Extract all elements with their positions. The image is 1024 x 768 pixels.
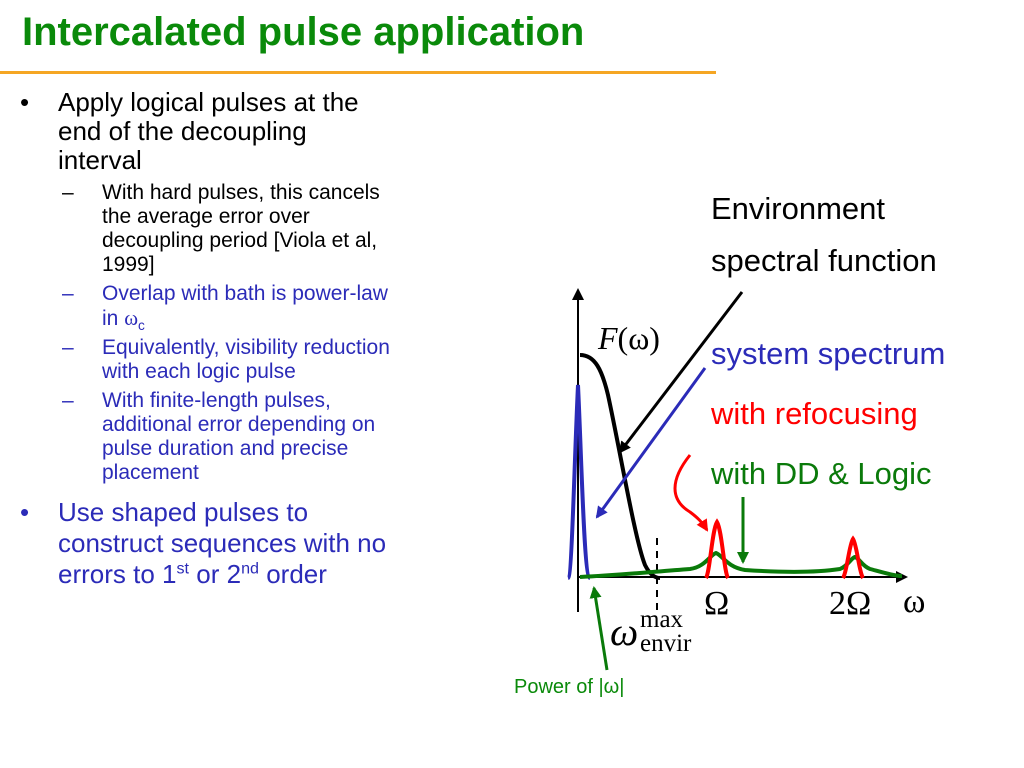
sub-bullet-2-line-1: Overlap with bath is power-law <box>102 282 388 305</box>
bullet-list: • Apply logical pulses at the end of the… <box>20 88 510 590</box>
system-spectrum-label: system spectrum <box>711 336 946 371</box>
two-omega-tick-label: 2Ω <box>829 585 872 622</box>
dash-marker: – <box>62 282 74 305</box>
omega-tick-label: Ω <box>704 585 730 622</box>
sub-bullet-1-line-3: decoupling period [Viola et al, <box>102 229 378 252</box>
bullet-2-line-2: construct sequences with no <box>58 528 387 558</box>
sub-bullet-4: – With finite-length pulses, additional … <box>62 389 510 485</box>
refocusing-label: with refocusing <box>711 396 918 431</box>
sub-bullet-1-line-1: With hard pulses, this cancels <box>102 181 380 204</box>
omega-axis-label: ω <box>903 583 926 620</box>
sub-bullet-1: – With hard pulses, this cancels the ave… <box>62 181 510 277</box>
sub-bullet-1-line-2: the average error over <box>102 205 310 228</box>
power-of-label: Power of |ω| <box>514 676 625 698</box>
sub-bullet-4-text: With finite-length pulses, additional er… <box>102 389 375 485</box>
sub-bullet-1-line-4: 1999] <box>102 253 155 276</box>
bullet-2: • Use shaped pulses to construct sequenc… <box>20 497 510 590</box>
environment-label-line-2: spectral function <box>711 243 937 278</box>
f-omega-label: F(ω) <box>598 320 660 357</box>
refocusing-peak-2 <box>841 535 865 580</box>
sub-bullet-2: – Overlap with bath is power-law in ωc <box>62 282 510 334</box>
slide-title: Intercalated pulse application <box>22 10 585 54</box>
sub-bullet-4-line-3: pulse duration and precise <box>102 437 349 460</box>
bullet-2-line-3: errors to 1 <box>58 559 177 589</box>
bullet-marker: • <box>20 87 30 117</box>
environment-label: Environment spectral function <box>711 183 937 287</box>
bullet-1-text: Apply logical pulses at the end of the d… <box>58 88 359 175</box>
title-underline <box>0 71 716 74</box>
f-argument: (ω) <box>617 320 660 356</box>
omega-envir-symbol: ω <box>610 609 639 654</box>
superscript-nd: nd <box>241 559 259 578</box>
sub-bullet-3-line-1: Equivalently, visibility reduction <box>102 336 390 359</box>
sub-bullet-4-line-1: With finite-length pulses, <box>102 389 331 412</box>
omega-subscript: c <box>138 318 145 334</box>
f-letter: F <box>598 320 618 356</box>
superscript-st: st <box>176 559 190 578</box>
omega-envir-subscript: envir <box>640 630 692 657</box>
bullet-marker: • <box>20 497 30 527</box>
environment-arrow <box>618 291 744 454</box>
refocusing-arrow <box>673 454 709 532</box>
sub-bullet-4-line-2: additional error depending on <box>102 413 376 436</box>
environment-spectral-curve <box>579 353 661 580</box>
system-spectrum-arrow <box>595 367 707 519</box>
omega-symbol: ω <box>124 306 139 330</box>
sub-bullet-3: – Equivalently, visibility reduction wit… <box>62 336 510 384</box>
sub-bullet-3-text: Equivalently, visibility reduction with … <box>102 336 390 384</box>
sub-bullet-3-line-2: with each logic pulse <box>102 360 296 383</box>
omega-envir-superscript: max <box>640 606 684 633</box>
sub-bullet-1-text: With hard pulses, this cancels the avera… <box>102 181 380 277</box>
bullet-1-line-3: interval <box>58 145 142 175</box>
environment-label-line-1: Environment <box>711 191 886 226</box>
bullet-2-line-3c: order <box>258 559 327 589</box>
dash-marker: – <box>62 181 74 204</box>
bullet-1: • Apply logical pulses at the end of the… <box>20 88 510 175</box>
system-spectrum-peak <box>566 384 592 580</box>
bullet-2-line-3b: or 2 <box>189 559 242 589</box>
dash-marker: – <box>62 336 74 359</box>
bullet-2-text: Use shaped pulses to construct sequences… <box>58 497 386 590</box>
dd-logic-curve <box>579 550 903 579</box>
sub-bullet-4-line-4: placement <box>102 461 199 484</box>
refocusing-peak-1 <box>704 518 730 580</box>
power-of-arrow <box>589 586 609 671</box>
dash-marker: – <box>62 389 74 412</box>
dd-logic-label: with DD & Logic <box>711 456 932 491</box>
bullet-1-line-1: Apply logical pulses at the <box>58 87 359 117</box>
omega-envir-max-label: ω max envir <box>610 606 691 657</box>
sub-bullet-2-line-2: in <box>102 307 125 330</box>
sub-bullet-2-text: Overlap with bath is power-law in ωc <box>102 282 388 334</box>
bullet-1-line-2: end of the decoupling <box>58 116 307 146</box>
bullet-2-line-1: Use shaped pulses to <box>58 497 309 527</box>
